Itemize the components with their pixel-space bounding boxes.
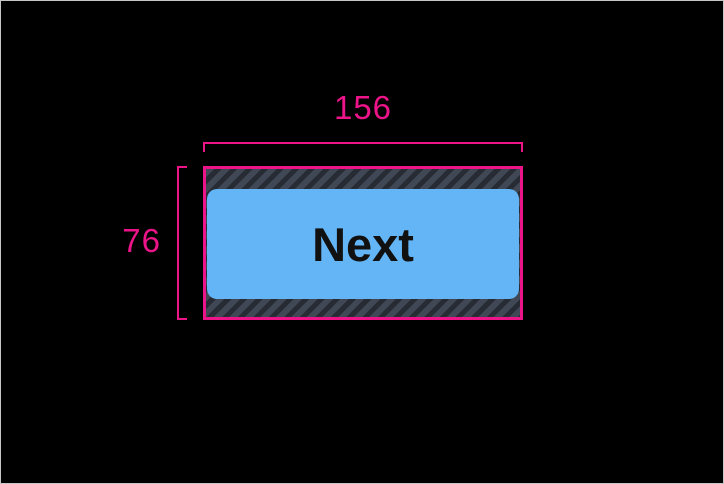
selected-widget-outline: Next (203, 166, 523, 320)
width-measurement-label: 156 (333, 89, 393, 126)
width-measurement-bracket (203, 142, 523, 152)
height-measurement-label: 76 (122, 222, 161, 259)
next-button[interactable]: Next (207, 189, 519, 299)
height-measurement-bracket (177, 166, 187, 320)
